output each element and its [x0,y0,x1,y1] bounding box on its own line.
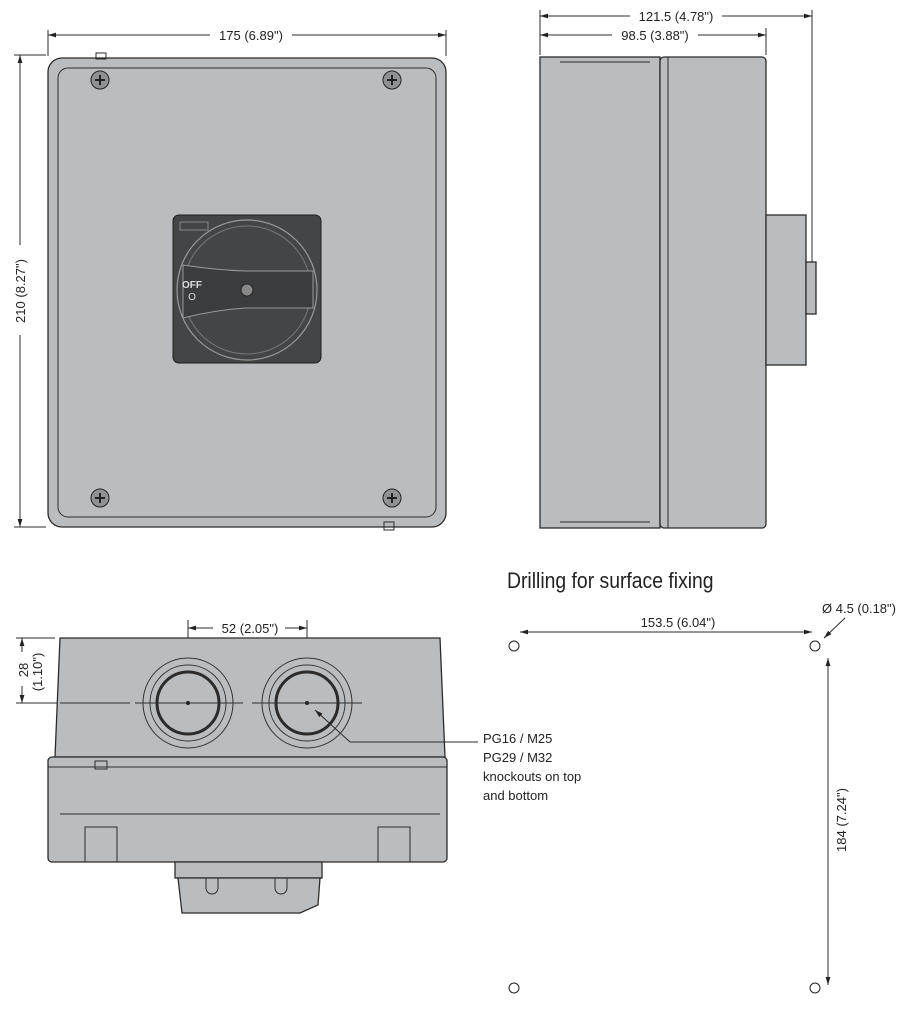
callout-line: and bottom [483,788,549,803]
enclosure-bottom-upper [54,637,446,758]
knockout-left [142,657,234,749]
callout-leader [314,709,478,743]
front-view: 175 (6.89") 210 (8.27") OFF O [13,28,447,531]
handle-side [765,214,807,366]
callout-line: PG29 / M32 [483,750,553,765]
side-body-depth-dim: 98.5 (3.88") [621,28,689,43]
drilling-title: Drilling for surface fixing [507,568,714,593]
horizontal-spacing-dim: 153.5 (6.04") [641,615,716,630]
knockout-offset-inch: (1.10") [30,653,45,692]
drilling-template: 153.5 (6.04") 184 (7.24") Ø 4.5 (0.18") [508,601,896,994]
mounting-hole [809,982,821,994]
mounting-hole [809,640,821,652]
knockout-callout: PG16 / M25 PG29 / M32 knockouts on top a… [483,729,581,805]
enclosure-base-side [539,56,661,529]
enclosure-lid-side [659,56,767,529]
callout-line: knockouts on top [483,769,582,784]
knockout-spacing-dim: 52 (2.05") [222,621,279,636]
bottom-view: 52 (2.05") 28 (1.10") [16,620,478,914]
front-height-dim: 210 (8.27") [13,259,28,323]
enclosure-bottom-lower [47,756,448,863]
front-width-dim: 175 (6.89") [219,28,283,43]
rotary-switch-handle: OFF O [172,214,322,364]
knockout-right [261,657,353,749]
side-view: 121.5 (4.78") 98.5 (3.88") [539,9,817,529]
knockout-offset-dim: 28 [16,663,31,677]
off-label: OFF [182,280,202,291]
mounting-hole [508,982,520,994]
side-total-depth-dim: 121.5 (4.78") [639,9,714,24]
mounting-hole [508,640,520,652]
screw-icon [90,70,402,508]
hole-diameter-dim: Ø 4.5 (0.18") [822,601,896,616]
callout-line: PG16 / M25 [483,731,553,746]
off-position-mark: O [188,292,196,303]
vertical-spacing-dim: 184 (7.24") [834,788,849,852]
